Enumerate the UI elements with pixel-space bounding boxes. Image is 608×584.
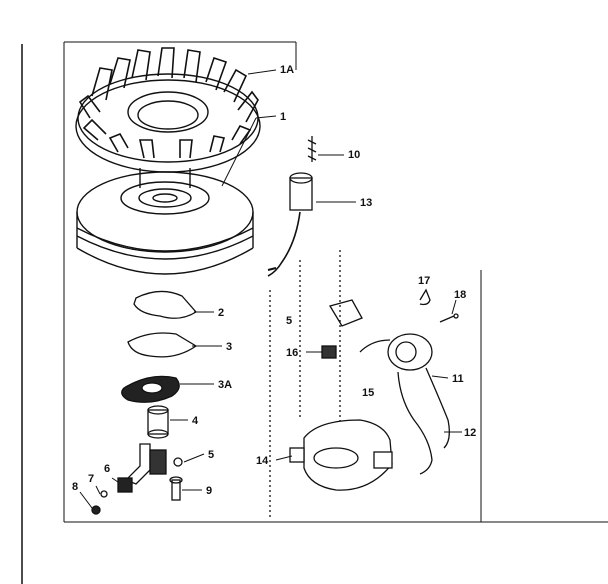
leader-lines (79, 69, 462, 509)
callout-13: 13 (360, 197, 372, 209)
ignition-illustration (267, 136, 459, 520)
callout-18: 18 (454, 289, 466, 301)
callout-3A: 3A (218, 379, 232, 391)
callout-5-upper: 5 (286, 315, 292, 327)
callout-7: 7 (88, 473, 94, 485)
callout-11: 11 (452, 373, 464, 385)
callout-15: 15 (362, 387, 374, 399)
callout-5-lower: 5 (208, 449, 214, 461)
callout-10: 10 (348, 149, 360, 161)
callout-4: 4 (192, 415, 199, 427)
callout-9: 9 (206, 485, 212, 497)
callout-1A: 1A (280, 64, 294, 76)
callout-8: 8 (72, 481, 78, 493)
small-parts-illustration (91, 290, 198, 515)
callout-12: 12 (464, 427, 476, 439)
callout-1: 1 (280, 111, 286, 123)
callout-2: 2 (218, 307, 224, 319)
callout-6: 6 (104, 463, 110, 475)
page-frame (21, 41, 608, 584)
flywheel-illustration (75, 47, 261, 275)
callout-14: 14 (256, 455, 269, 467)
callout-3: 3 (226, 341, 232, 353)
callout-16: 16 (286, 347, 298, 359)
callout-labels: 1A 1 10 13 2 3 3A 4 5 9 6 7 8 5 16 15 14… (72, 64, 476, 497)
callout-17: 17 (418, 275, 430, 287)
